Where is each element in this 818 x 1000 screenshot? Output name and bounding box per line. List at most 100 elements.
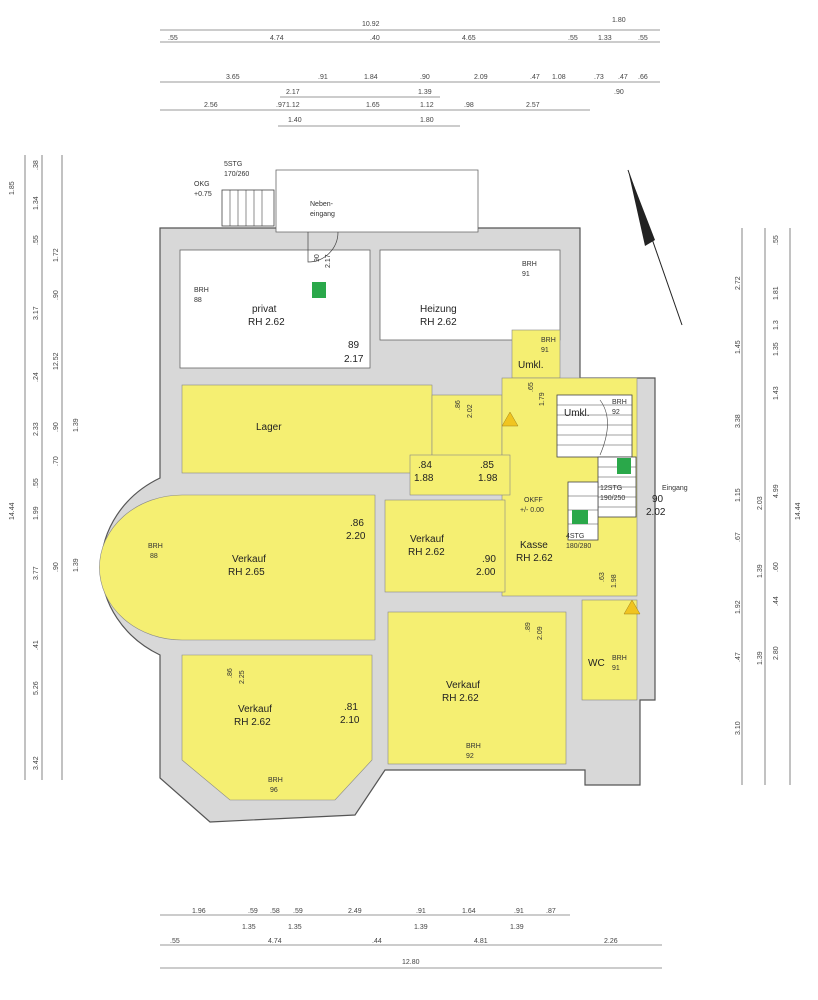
dim-right: 1.3	[773, 320, 780, 330]
room-height-heizung: RH 2.62	[420, 317, 457, 328]
room-height-verkauf-3: RH 2.62	[234, 717, 271, 728]
dim-right: 2.03	[757, 496, 764, 510]
stairs-size: 170/260	[224, 171, 249, 178]
dim-bottom-total: 12.80	[402, 959, 420, 966]
dim-bottom: .44	[372, 938, 382, 945]
exit-sign-icon	[312, 282, 326, 298]
okg-label: OKG	[194, 181, 210, 188]
door-height: 1.98	[478, 473, 498, 484]
dim-top: .73	[594, 74, 604, 81]
dim-right: 3.38	[735, 414, 742, 428]
room-name-verkauf-3: Verkauf	[238, 704, 272, 715]
stairs-size: 190/250	[600, 495, 625, 502]
room-name-kasse: Kasse	[520, 540, 548, 551]
okff-value: +/- 0.00	[520, 507, 544, 514]
brh-label: BRH	[522, 261, 537, 268]
room-heizung	[379, 249, 561, 341]
dim-top: .55	[638, 35, 648, 42]
room-name-verkauf-2: Verkauf	[410, 534, 444, 545]
exit-sign-icon	[617, 458, 631, 474]
dim-left: .41	[33, 640, 40, 650]
door-height: 2.10	[340, 715, 360, 726]
dim-bottom: .55	[170, 938, 180, 945]
room-name-wc: WC	[588, 658, 605, 669]
dim-left: 1.39	[73, 418, 80, 432]
door-height: 2.09	[537, 626, 544, 640]
stairs-label: 12STG	[600, 485, 622, 492]
room-verkauf-4	[387, 611, 567, 765]
brh-value: 96	[270, 787, 278, 794]
room-name-verkauf-4: Verkauf	[446, 680, 480, 691]
dim-top: .90	[614, 89, 624, 96]
dim-right: 1.39	[757, 651, 764, 665]
door-width: 90	[314, 254, 321, 262]
dim-left: .55	[33, 235, 40, 245]
annex-label: eingang	[310, 211, 335, 218]
top-dimensions: 10.92 1.80 .55 4.74 .40 4.65 .55 1.33 .5…	[160, 17, 660, 127]
brh-value: 91	[522, 271, 530, 278]
room-name-umkl-2: Umkl.	[564, 408, 590, 419]
room-height-verkauf-2: RH 2.62	[408, 547, 445, 558]
dim-top: 2.56	[204, 102, 218, 109]
room-name-lager: Lager	[256, 422, 282, 433]
dim-right: 4.99	[773, 484, 780, 498]
dim-top-extra: 1.80	[612, 17, 626, 24]
dim-right: .60	[773, 562, 780, 572]
door-width: .86	[455, 400, 462, 410]
dim-top: 1.40	[288, 117, 302, 124]
annex	[275, 169, 479, 233]
dim-bottom: .59	[248, 908, 258, 915]
room-lager	[181, 384, 433, 474]
brh-value: 88	[194, 297, 202, 304]
dim-top: 1.39	[418, 89, 432, 96]
door-width: .65	[528, 382, 535, 392]
door-height: 2.25	[239, 670, 246, 684]
door-height: 1.88	[414, 473, 434, 484]
dim-top: 4.65	[462, 35, 476, 42]
brh-label: BRH	[466, 743, 481, 750]
dim-right: .44	[773, 596, 780, 606]
brh-value: 92	[466, 753, 474, 760]
dim-top: .98	[464, 102, 474, 109]
door-width: .81	[344, 702, 358, 713]
door-height: 2.20	[346, 531, 366, 542]
right-dimensions: 14.44 .55 2.72 1.45 3.38 1.15 2.03 .67 1…	[735, 228, 802, 785]
dim-left: .90	[53, 422, 60, 432]
door-width: .84	[418, 460, 432, 471]
dim-top: .40	[370, 35, 380, 42]
dim-bottom: .91	[514, 908, 524, 915]
room-privat	[179, 249, 371, 369]
brh-value: 91	[612, 665, 620, 672]
dim-right: 1.35	[773, 342, 780, 356]
dim-top: 1.65	[366, 102, 380, 109]
dim-top: .91	[318, 74, 328, 81]
brh-label: BRH	[612, 655, 627, 662]
dim-bottom: 1.35	[288, 924, 302, 931]
labels: 5STG 170/260 OKG +0.75 Neben- eingang 90…	[148, 161, 688, 794]
stairs-label: 5STG	[224, 161, 242, 168]
dim-top: 1.33	[598, 35, 612, 42]
dim-top: .66	[638, 74, 648, 81]
dim-bottom: 1.39	[414, 924, 428, 931]
dim-top: 3.65	[226, 74, 240, 81]
room-height-kasse: RH 2.62	[516, 553, 553, 564]
entrance-label: Eingang	[662, 485, 688, 492]
door-height: 1.98	[611, 574, 618, 588]
dim-top: 2.57	[526, 102, 540, 109]
brh-value: 88	[150, 553, 158, 560]
dim-right: 1.92	[735, 600, 742, 614]
dim-top: 1.84	[364, 74, 378, 81]
dim-right: 1.39	[757, 564, 764, 578]
room-verkauf-1	[99, 494, 376, 641]
left-dimensions: 1.85 14.44 .38 1.34 .55 3.17 .24 2.33 .5…	[9, 155, 80, 780]
dim-right: 3.10	[735, 721, 742, 735]
dim-top: .97	[276, 102, 286, 109]
dim-top: .47	[530, 74, 540, 81]
dim-bottom: 4.81	[474, 938, 488, 945]
dim-right: 2.72	[735, 276, 742, 290]
dim-top: 2.17	[286, 89, 300, 96]
door-height: 1.79	[539, 392, 546, 406]
brh-label: BRH	[194, 287, 209, 294]
dim-bottom: 4.74	[268, 938, 282, 945]
room-height-verkauf-1: RH 2.65	[228, 567, 265, 578]
